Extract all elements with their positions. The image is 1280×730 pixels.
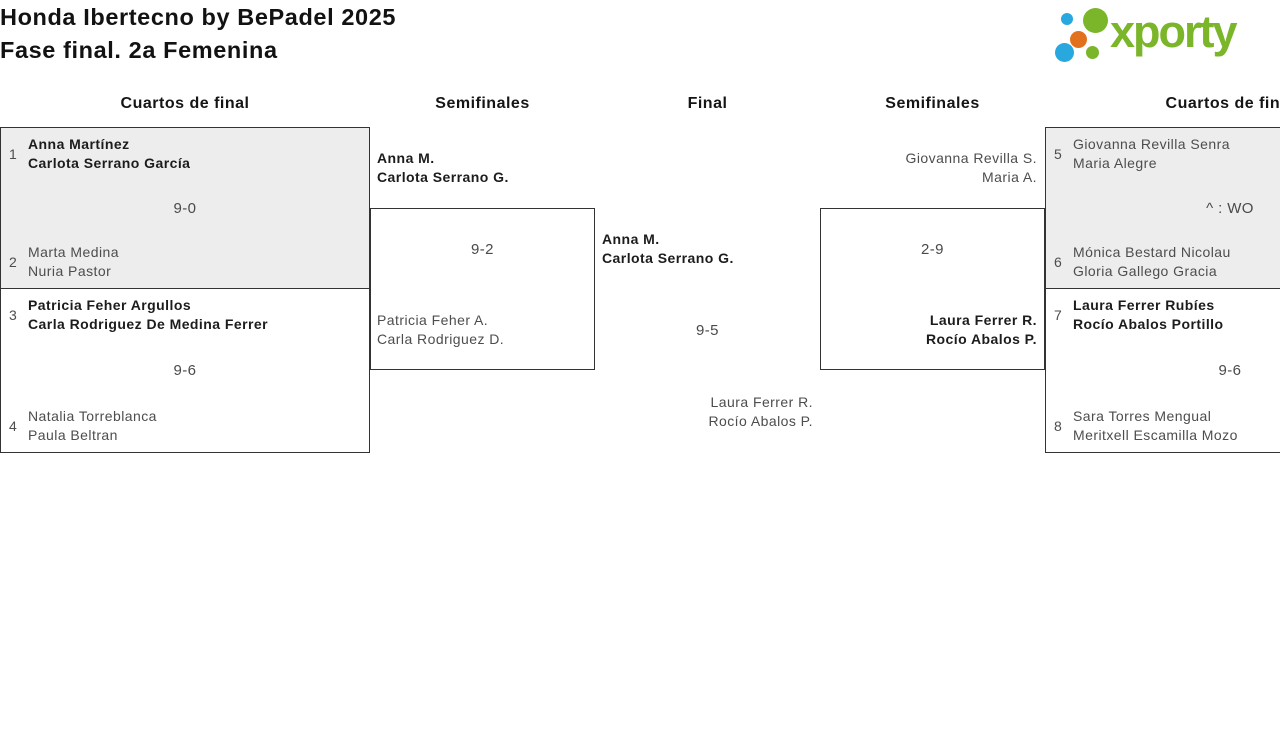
sf-right-top-team: Giovanna Revilla S. Maria A. xyxy=(820,149,1037,187)
player-name: Giovanna Revilla Senra xyxy=(1073,136,1230,152)
player-name: Laura Ferrer R. xyxy=(929,312,1037,328)
team-row: 7 Laura Ferrer Rubíes Rocío Abalos Porti… xyxy=(1054,296,1280,334)
round-header-semifinals-left: Semifinales xyxy=(435,95,530,112)
player-name: Carlota Serrano G. xyxy=(602,250,734,266)
player-name: Rocío Abalos P. xyxy=(708,413,813,429)
player-name: Anna Martínez xyxy=(28,136,130,152)
round-header-final: Final xyxy=(687,95,728,112)
player-name: Patricia Feher Argullos xyxy=(28,297,192,313)
player-name: Paula Beltran xyxy=(28,427,118,443)
team-names: Mónica Bestard Nicolau Gloria Gallego Gr… xyxy=(1073,243,1231,281)
match-score: 9-6 xyxy=(1218,362,1242,379)
logo-dot-icon xyxy=(1083,8,1108,33)
round-header-semifinals-right: Semifinales xyxy=(885,95,980,112)
final-score: 9-5 xyxy=(696,322,719,339)
team-names: Sara Torres Mengual Meritxell Escamilla … xyxy=(1073,407,1238,445)
seed-number: 3 xyxy=(9,307,17,323)
sf-left-score: 9-2 xyxy=(471,241,494,258)
seed-number: 2 xyxy=(9,254,17,270)
sf-left-bottom-team: Patricia Feher A. Carla Rodriguez D. xyxy=(377,311,504,349)
player-name: Maria Alegre xyxy=(1073,155,1157,171)
page-title: Honda Ibertecno by BePadel 2025 Fase fin… xyxy=(0,1,396,67)
player-name: Patricia Feher A. xyxy=(377,312,489,328)
match-qf1: 1 Anna Martínez Carlota Serrano García 9… xyxy=(0,127,370,289)
seed-number: 4 xyxy=(9,418,17,434)
player-name: Laura Ferrer Rubíes xyxy=(1073,297,1215,313)
player-name: Carla Rodriguez De Medina Ferrer xyxy=(28,316,269,332)
player-name: Gloria Gallego Gracia xyxy=(1073,263,1218,279)
match-qf2: 3 Patricia Feher Argullos Carla Rodrigue… xyxy=(0,288,370,453)
sf-right-score: 2-9 xyxy=(921,241,944,258)
player-name: Sara Torres Mengual xyxy=(1073,408,1212,424)
team-names: Anna Martínez Carlota Serrano García xyxy=(28,135,190,173)
seed-number: 5 xyxy=(1054,146,1062,162)
round-header-quarterfinals-left: Cuartos de final xyxy=(120,95,250,112)
player-name: Anna M. xyxy=(377,150,435,166)
player-name: Giovanna Revilla S. xyxy=(905,150,1037,166)
player-name: Natalia Torreblanca xyxy=(28,408,157,424)
player-name: Carlota Serrano G. xyxy=(377,169,509,185)
logo-dot-icon xyxy=(1061,13,1073,25)
seed-number: 1 xyxy=(9,146,17,162)
logo-dot-icon xyxy=(1055,43,1074,62)
match-qf3: 5 Giovanna Revilla Senra Maria Alegre ^ … xyxy=(1045,127,1280,289)
team-row: 5 Giovanna Revilla Senra Maria Alegre xyxy=(1054,135,1280,173)
player-name: Laura Ferrer R. xyxy=(710,394,813,410)
sf-left-top-team: Anna M. Carlota Serrano G. xyxy=(377,149,509,187)
seed-number: 6 xyxy=(1054,254,1062,270)
seed-number: 8 xyxy=(1054,418,1062,434)
team-names: Giovanna Revilla Senra Maria Alegre xyxy=(1073,135,1230,173)
final-bottom-team: Laura Ferrer R. Rocío Abalos P. xyxy=(595,393,813,431)
match-qf4: 7 Laura Ferrer Rubíes Rocío Abalos Porti… xyxy=(1045,288,1280,453)
logo-dot-icon xyxy=(1070,31,1087,48)
match-score: 9-6 xyxy=(173,362,197,379)
final-top-team: Anna M. Carlota Serrano G. xyxy=(602,230,734,268)
team-row: 2 Marta Medina Nuria Pastor xyxy=(9,243,361,281)
sf-right-bottom-team: Laura Ferrer R. Rocío Abalos P. xyxy=(820,311,1037,349)
player-name: Rocío Abalos Portillo xyxy=(1073,316,1224,332)
tournament-name: Honda Ibertecno by BePadel 2025 xyxy=(0,4,397,30)
match-score: ^ : WO xyxy=(1206,199,1254,217)
team-row: 8 Sara Torres Mengual Meritxell Escamill… xyxy=(1054,407,1280,445)
seed-number: 7 xyxy=(1054,307,1062,323)
team-names: Natalia Torreblanca Paula Beltran xyxy=(28,407,157,445)
player-name: Rocío Abalos P. xyxy=(926,331,1037,347)
team-names: Laura Ferrer Rubíes Rocío Abalos Portill… xyxy=(1073,296,1224,334)
player-name: Mónica Bestard Nicolau xyxy=(1073,244,1231,260)
team-row: 4 Natalia Torreblanca Paula Beltran xyxy=(9,407,361,445)
match-score: 9-0 xyxy=(173,199,197,217)
player-name: Nuria Pastor xyxy=(28,263,112,279)
player-name: Meritxell Escamilla Mozo xyxy=(1073,427,1238,443)
player-name: Maria A. xyxy=(982,169,1037,185)
round-header-quarterfinals-right: Cuartos de final xyxy=(1165,95,1280,112)
match-sf-right-box xyxy=(820,208,1045,370)
logo-dot-icon xyxy=(1086,46,1099,59)
team-names: Marta Medina Nuria Pastor xyxy=(28,243,119,281)
player-name: Carla Rodriguez D. xyxy=(377,331,505,347)
team-names: Patricia Feher Argullos Carla Rodriguez … xyxy=(28,296,268,334)
logo-wordmark: xporty xyxy=(1110,6,1238,57)
team-row: 3 Patricia Feher Argullos Carla Rodrigue… xyxy=(9,296,361,334)
team-row: 6 Mónica Bestard Nicolau Gloria Gallego … xyxy=(1054,243,1280,281)
player-name: Anna M. xyxy=(602,231,660,247)
player-name: Carlota Serrano García xyxy=(28,155,191,171)
player-name: Marta Medina xyxy=(28,244,119,260)
team-row: 1 Anna Martínez Carlota Serrano García xyxy=(9,135,361,173)
phase-category-subtitle: Fase final. 2a Femenina xyxy=(0,37,278,63)
match-sf-left-box xyxy=(370,208,595,370)
